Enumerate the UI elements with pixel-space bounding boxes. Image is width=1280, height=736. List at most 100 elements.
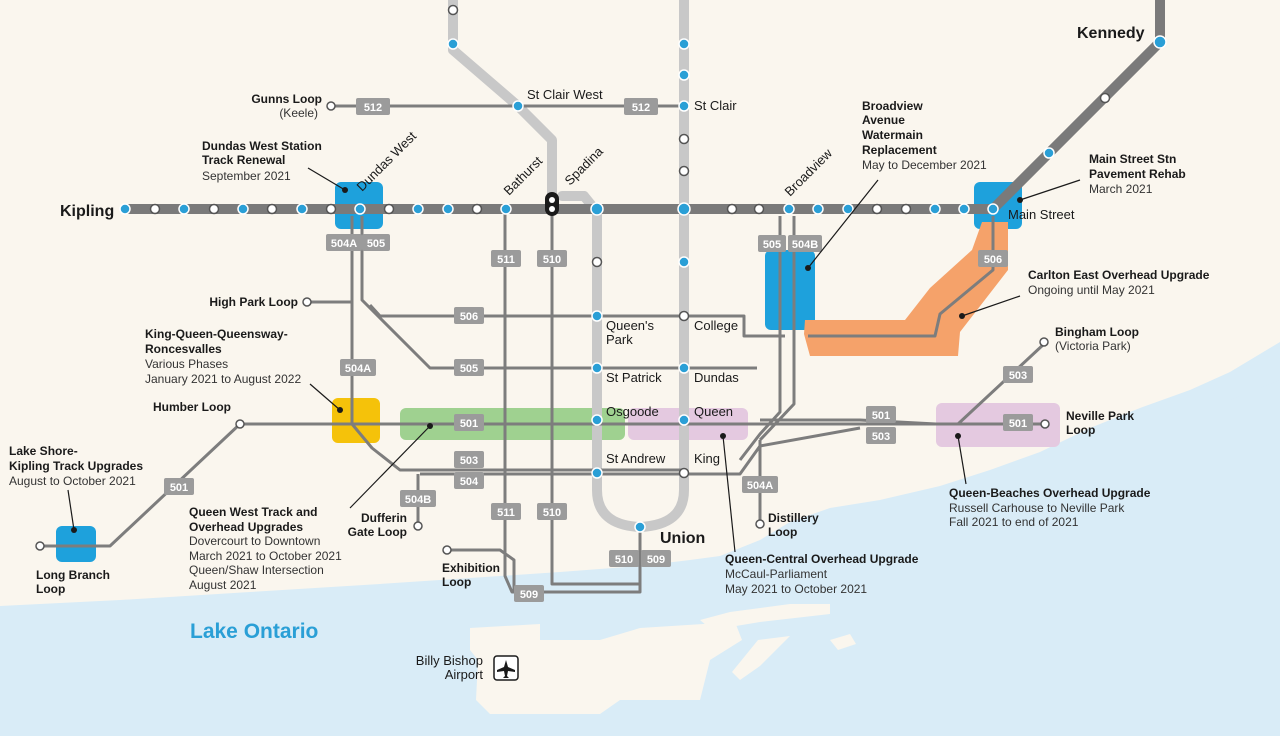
route-badge[interactable]: 504B bbox=[788, 235, 822, 252]
station-marker[interactable] bbox=[266, 203, 278, 215]
loop-marker[interactable] bbox=[442, 545, 452, 555]
route-badge[interactable]: 504A bbox=[340, 359, 376, 376]
route-badge[interactable]: 501 bbox=[164, 478, 194, 495]
accessible-icon[interactable] bbox=[500, 203, 512, 215]
accessible-icon[interactable] bbox=[354, 203, 366, 215]
station-marker[interactable] bbox=[149, 203, 161, 215]
accessible-icon[interactable] bbox=[237, 203, 249, 215]
accessible-icon[interactable] bbox=[442, 203, 454, 215]
accessible-icon[interactable] bbox=[678, 414, 690, 426]
station-marker[interactable] bbox=[678, 133, 690, 145]
station-label-dundas-west: Dundas West bbox=[354, 128, 420, 194]
accessible-icon[interactable] bbox=[842, 203, 854, 215]
leader-line bbox=[307, 167, 346, 191]
svg-text:Main Street Stn: Main Street Stn bbox=[1089, 152, 1176, 166]
route-badge[interactable]: 511 bbox=[491, 250, 521, 267]
route-badge[interactable]: 504A bbox=[742, 476, 778, 493]
loop-marker[interactable] bbox=[235, 419, 245, 429]
station-marker[interactable] bbox=[471, 203, 483, 215]
accessible-icon[interactable] bbox=[678, 362, 690, 374]
accessible-icon[interactable] bbox=[958, 203, 970, 215]
station-marker[interactable] bbox=[678, 467, 690, 479]
route-badge[interactable]: 505 bbox=[362, 234, 390, 251]
accessible-icon[interactable] bbox=[783, 203, 795, 215]
route-badge[interactable]: 501 bbox=[866, 406, 896, 423]
accessible-icon[interactable] bbox=[296, 203, 308, 215]
accessible-icon[interactable] bbox=[678, 100, 690, 112]
loop-marker[interactable] bbox=[302, 297, 312, 307]
station-marker[interactable] bbox=[447, 4, 459, 16]
route-badge[interactable]: 506 bbox=[454, 307, 484, 324]
route-badge[interactable]: 509 bbox=[514, 585, 544, 602]
annotations: Dundas West Station Track Renewal Septem… bbox=[9, 99, 1210, 596]
accessible-icon[interactable] bbox=[447, 38, 459, 50]
accessible-icon[interactable] bbox=[591, 467, 603, 479]
loop-marker[interactable] bbox=[413, 521, 423, 531]
loop-marker[interactable] bbox=[35, 541, 45, 551]
station-marker[interactable] bbox=[1099, 92, 1111, 104]
accessible-icon[interactable] bbox=[591, 414, 603, 426]
route-badge[interactable]: 510 bbox=[537, 503, 567, 520]
accessible-icon[interactable] bbox=[412, 203, 424, 215]
route-badge[interactable]: 506 bbox=[978, 250, 1008, 267]
route-badge[interactable]: 511 bbox=[491, 503, 521, 520]
accessible-icon[interactable] bbox=[634, 521, 646, 533]
station-marker[interactable] bbox=[726, 203, 738, 215]
station-marker[interactable] bbox=[900, 203, 912, 215]
route-badge[interactable]: 505 bbox=[454, 359, 484, 376]
route-badge[interactable]: 509 bbox=[641, 550, 671, 567]
accessible-icon[interactable] bbox=[591, 362, 603, 374]
svg-text:Avenue: Avenue bbox=[862, 113, 905, 127]
route-badge[interactable]: 512 bbox=[624, 98, 658, 115]
route-badge[interactable]: 503 bbox=[454, 451, 484, 468]
route-badge[interactable]: 505 bbox=[758, 235, 786, 252]
route-badge[interactable]: 510 bbox=[609, 550, 639, 567]
accessible-icon[interactable] bbox=[1153, 35, 1167, 49]
loop-marker[interactable] bbox=[1040, 419, 1050, 429]
station-marker[interactable] bbox=[678, 310, 690, 322]
route-badge[interactable]: 512 bbox=[356, 98, 390, 115]
accessible-icon[interactable] bbox=[512, 100, 524, 112]
station-marker[interactable] bbox=[208, 203, 220, 215]
loop-label-dufferin: Dufferin bbox=[361, 511, 407, 525]
route-badge[interactable]: 504A bbox=[326, 234, 362, 251]
route-badge[interactable]: 503 bbox=[1003, 366, 1033, 383]
route-badge[interactable]: 510 bbox=[537, 250, 567, 267]
accessible-icon[interactable] bbox=[678, 256, 690, 268]
svg-text:May to December 2021: May to December 2021 bbox=[862, 158, 987, 172]
svg-text:505: 505 bbox=[367, 238, 385, 250]
accessible-icon[interactable] bbox=[178, 203, 190, 215]
accessible-icon[interactable] bbox=[591, 310, 603, 322]
route-503-504 bbox=[420, 426, 861, 476]
station-marker[interactable] bbox=[678, 165, 690, 177]
accessible-icon[interactable] bbox=[678, 38, 690, 50]
route-bv-505 bbox=[738, 216, 782, 461]
station-marker[interactable] bbox=[871, 203, 883, 215]
accessible-icon[interactable] bbox=[929, 203, 941, 215]
svg-text:Roncesvalles: Roncesvalles bbox=[145, 342, 222, 356]
accessible-icon[interactable] bbox=[1043, 147, 1055, 159]
zone-broadview bbox=[765, 250, 815, 330]
accessible-icon[interactable] bbox=[119, 203, 131, 215]
station-marker[interactable] bbox=[325, 203, 337, 215]
route-badge[interactable]: 503 bbox=[866, 427, 896, 444]
loop-marker[interactable] bbox=[1039, 337, 1049, 347]
accessible-icon[interactable] bbox=[987, 203, 999, 215]
loop-marker[interactable] bbox=[326, 101, 336, 111]
station-marker[interactable] bbox=[591, 256, 603, 268]
route-badge[interactable]: 501 bbox=[454, 414, 484, 431]
station-marker[interactable] bbox=[753, 203, 765, 215]
station-marker[interactable] bbox=[383, 203, 395, 215]
island-pier bbox=[700, 604, 830, 630]
route-badge[interactable]: 501 bbox=[1003, 414, 1033, 431]
spadina-interchange-icon[interactable] bbox=[545, 192, 559, 216]
station-label-osgoode: Osgoode bbox=[606, 404, 659, 419]
route-badge[interactable]: 504 bbox=[454, 472, 484, 489]
route-badge[interactable]: 504B bbox=[400, 490, 436, 507]
svg-text:Various Phases: Various Phases bbox=[145, 357, 228, 371]
accessible-icon[interactable] bbox=[590, 202, 604, 216]
accessible-icon[interactable] bbox=[677, 202, 691, 216]
accessible-icon[interactable] bbox=[678, 69, 690, 81]
accessible-icon[interactable] bbox=[812, 203, 824, 215]
loop-marker[interactable] bbox=[755, 519, 765, 529]
